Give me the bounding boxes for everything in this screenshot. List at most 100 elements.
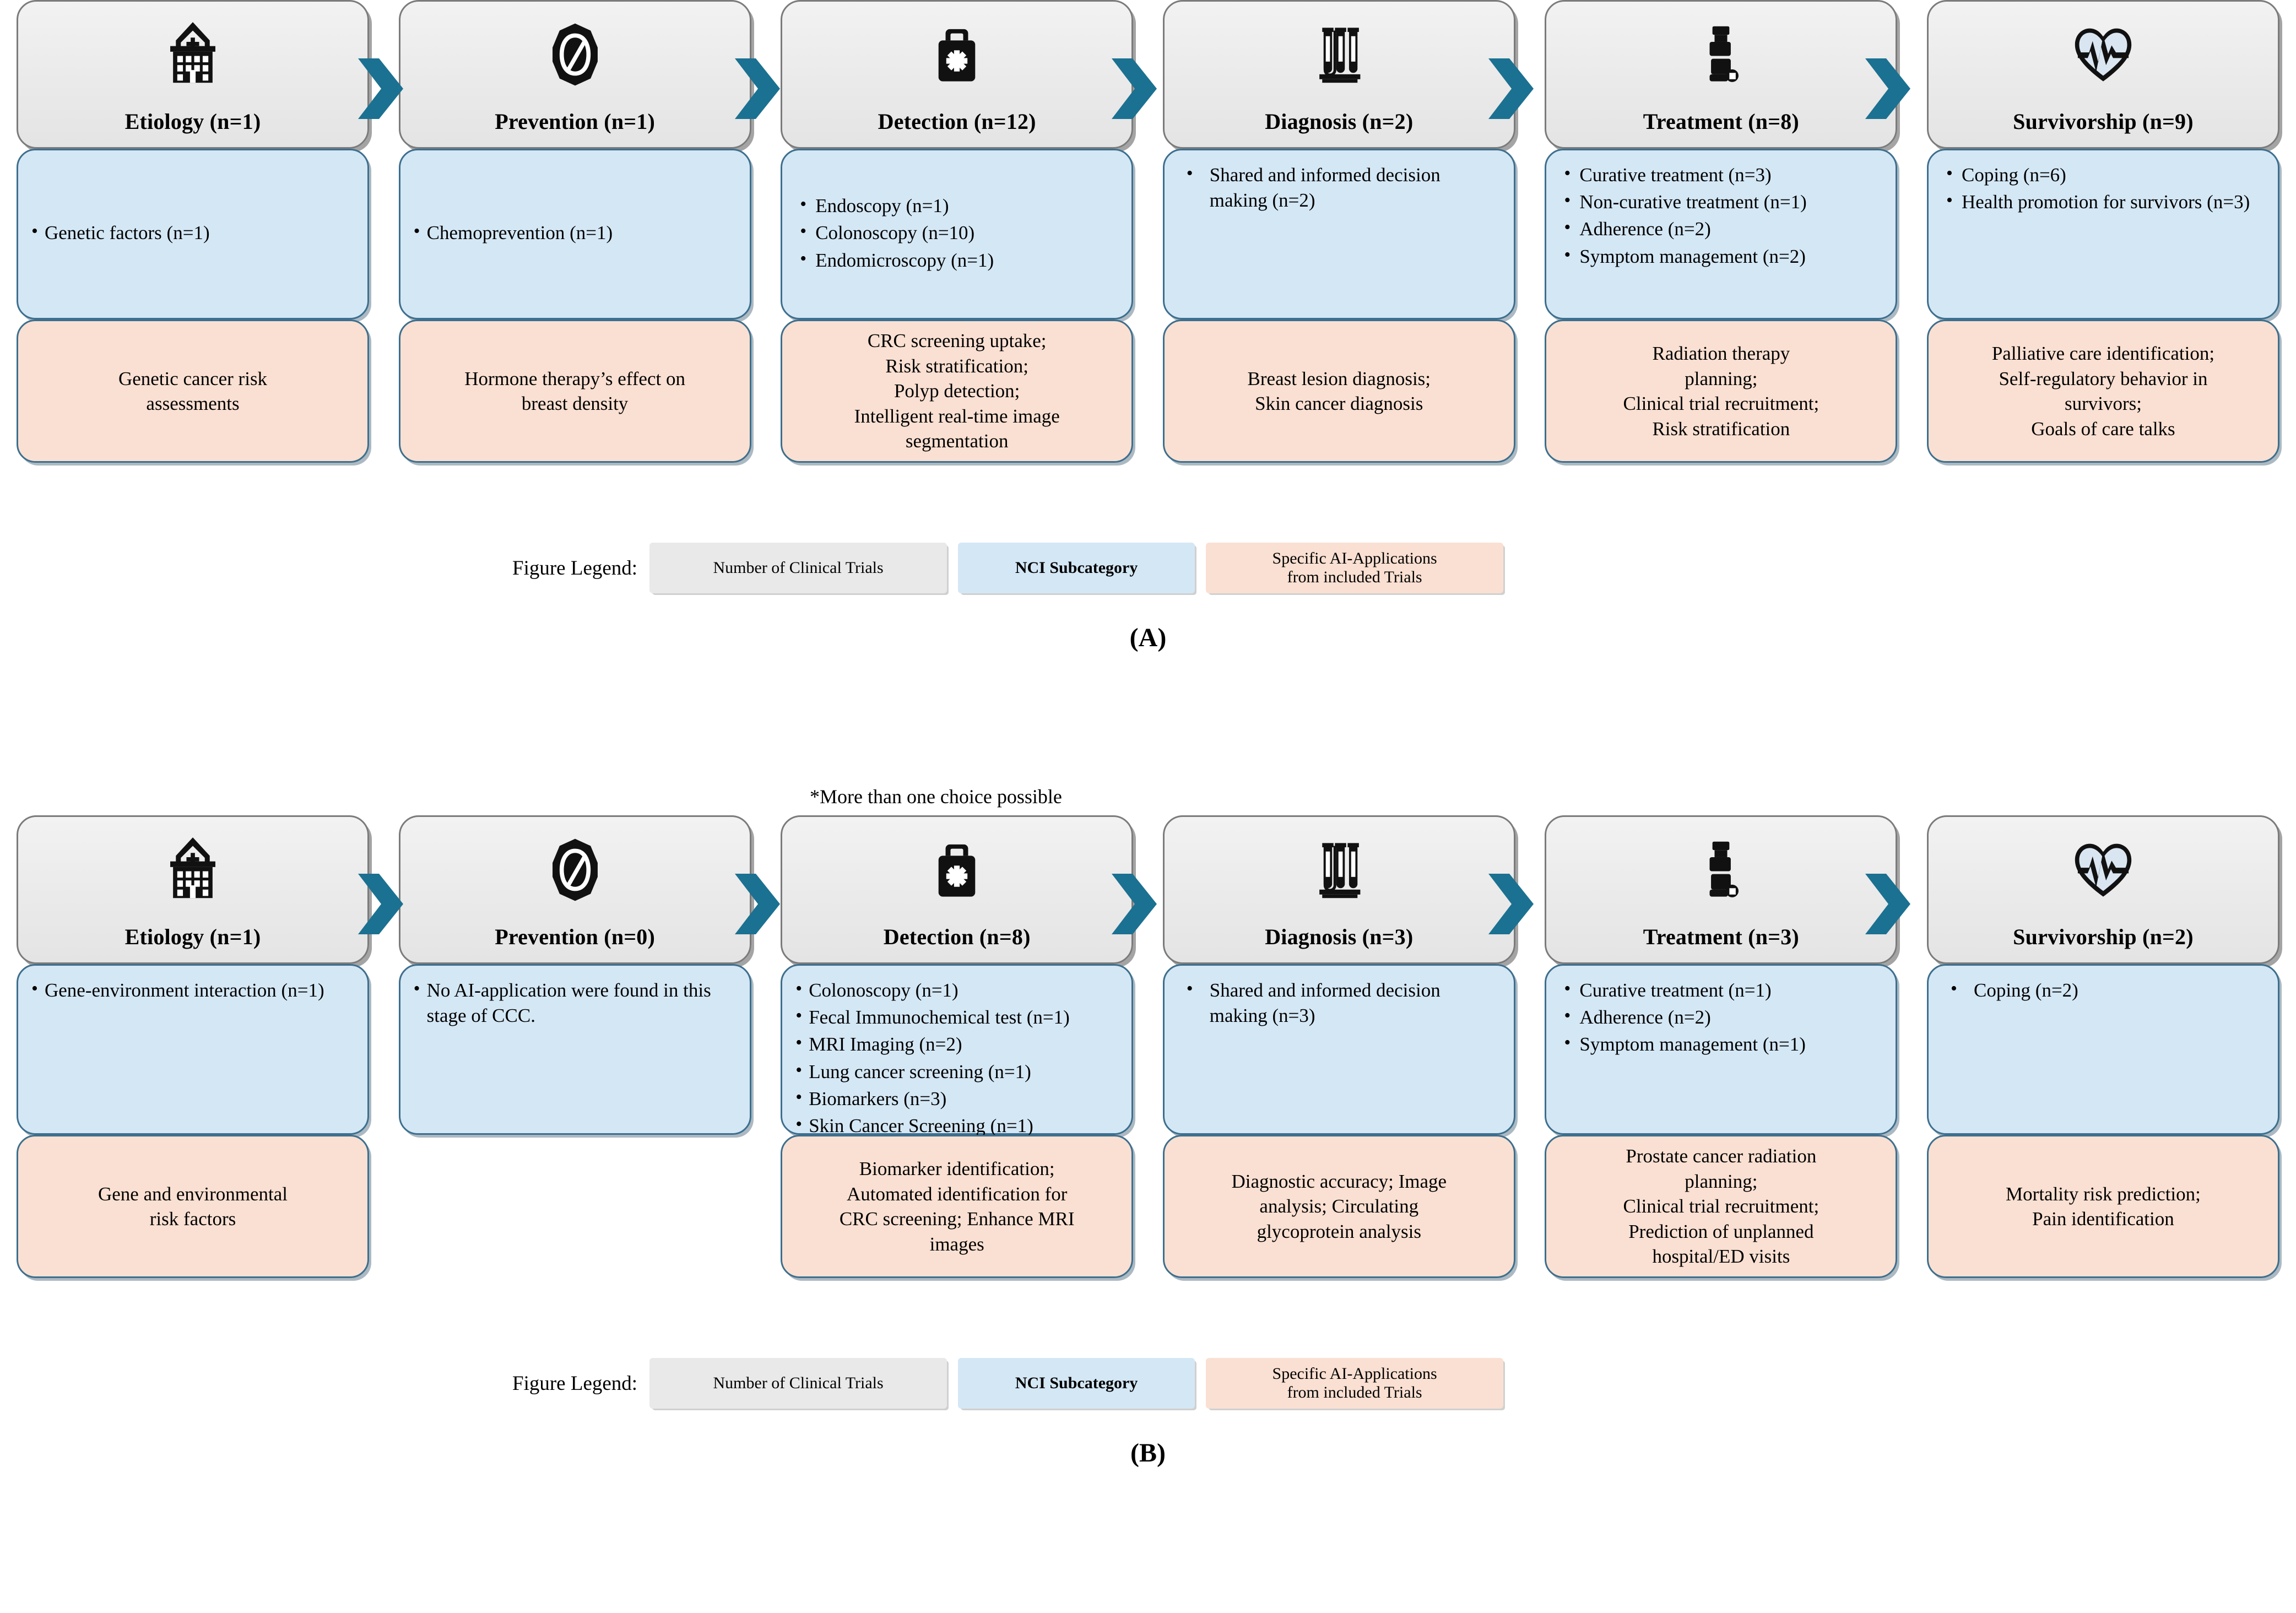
nci-subcategory-box[interactable]: Gene-environment interaction (n=1): [17, 964, 369, 1135]
subcategory-item: Non-curative treatment (n=1): [1558, 188, 1885, 215]
subcategory-item: Adherence (n=2): [1558, 215, 1885, 242]
stage-cell: Detection (n=12): [781, 0, 1134, 149]
nci-subcategory-box[interactable]: No AI-application were found in this sta…: [398, 964, 751, 1135]
medicine-bottle-icon: [1686, 831, 1756, 908]
flow-arrow: [1487, 47, 1535, 133]
hospital-icon: [158, 831, 228, 908]
medical-bag-icon: [922, 16, 992, 93]
stage-box-etiology[interactable]: Etiology (n=1): [17, 0, 369, 149]
stage-label: Survivorship (n=9): [2013, 109, 2194, 134]
nci-subcategory-box[interactable]: Shared and informed decision making (n=3…: [1162, 964, 1515, 1135]
stage-label: Etiology (n=1): [124, 924, 261, 949]
application-cell: CRC screening uptake;Risk stratification…: [781, 320, 1134, 463]
subcategory-list: Shared and informed decision making (n=2…: [1177, 161, 1503, 213]
ai-application-box[interactable]: Breast lesion diagnosis;Skin cancer diag…: [1162, 320, 1515, 463]
test-tubes-icon: [1304, 16, 1374, 93]
stage-label: Treatment (n=8): [1643, 109, 1799, 134]
panel-a: Etiology (n=1) Prevention (n=1) Detectio…: [0, 0, 2296, 661]
stage-cell: Diagnosis (n=2): [1162, 0, 1515, 149]
prohibited-icon: [540, 831, 610, 908]
stage-box-detection[interactable]: Detection (n=12): [781, 0, 1134, 149]
ai-application-box[interactable]: CRC screening uptake;Risk stratification…: [781, 320, 1134, 463]
nci-subcategory-box[interactable]: Coping (n=2): [1926, 964, 2279, 1135]
subcategory-cell: Gene-environment interaction (n=1): [17, 964, 369, 1135]
subcategory-item: No AI-application were found in this sta…: [413, 977, 739, 1029]
legend-chip-blue: NCI Subcategory: [958, 543, 1195, 593]
stage-label: Etiology (n=1): [124, 109, 261, 134]
stage-cell: Survivorship (n=9): [1926, 0, 2279, 149]
medicine-bottle-icon: [1686, 16, 1756, 93]
ai-application-box[interactable]: Biomarker identification;Automated ident…: [781, 1135, 1134, 1278]
stage-box-prevention[interactable]: Prevention (n=1): [398, 0, 751, 149]
subcategory-item: Skin Cancer Screening (n=1): [794, 1112, 1120, 1139]
stage-cell: Etiology (n=1): [17, 815, 369, 964]
panel-b: Etiology (n=1) Prevention (n=0) Detectio…: [0, 815, 2296, 1476]
nci-subcategory-box[interactable]: Curative treatment (n=3)Non-curative tre…: [1545, 149, 1898, 320]
subcategory-item: Curative treatment (n=3): [1558, 161, 1885, 188]
ai-application-box[interactable]: Mortality risk prediction;Pain identific…: [1926, 1135, 2279, 1278]
nci-subcategory-box[interactable]: Coping (n=6)Health promotion for survivo…: [1926, 149, 2279, 320]
subcategory-item: Coping (n=2): [1941, 977, 2267, 1003]
application-cell: Biomarker identification;Automated ident…: [781, 1135, 1134, 1278]
flow-arrow: [734, 863, 781, 948]
subcategory-list: Coping (n=2): [1941, 977, 2267, 1003]
flow-arrow: [1111, 47, 1158, 133]
subcategory-cell: No AI-application were found in this sta…: [398, 964, 751, 1135]
legend-label: Figure Legend:: [512, 556, 638, 580]
stage-box-diagnosis[interactable]: Diagnosis (n=2): [1162, 0, 1515, 149]
stage-box-etiology[interactable]: Etiology (n=1): [17, 815, 369, 964]
subcategory-item: Endomicroscopy (n=1): [794, 247, 994, 273]
stage-box-prevention[interactable]: Prevention (n=0): [398, 815, 751, 964]
subcategory-item: Biomarkers (n=3): [794, 1085, 1120, 1112]
subcategory-item: Genetic factors (n=1): [30, 219, 210, 246]
legend-label: Figure Legend:: [512, 1372, 638, 1395]
subcategory-item: Shared and informed decision making (n=3…: [1177, 977, 1503, 1029]
subcategory-row: Gene-environment interaction (n=1) No AI-…: [0, 964, 2296, 1137]
stage-box-detection[interactable]: Detection (n=8): [781, 815, 1134, 964]
subcategory-cell: Chemoprevention (n=1): [398, 149, 751, 320]
nci-subcategory-box[interactable]: Shared and informed decision making (n=2…: [1162, 149, 1515, 320]
stage-box-survivorship[interactable]: Survivorship (n=2): [1926, 815, 2279, 964]
stage-box-treatment[interactable]: Treatment (n=8): [1545, 0, 1898, 149]
stage-cell: Detection (n=8): [781, 815, 1134, 964]
stage-box-treatment[interactable]: Treatment (n=3): [1545, 815, 1898, 964]
subcategory-item: Endoscopy (n=1): [794, 192, 994, 219]
stage-cell: Treatment (n=3): [1545, 815, 1898, 964]
stage-label: Survivorship (n=2): [2013, 924, 2194, 949]
nci-subcategory-box[interactable]: Colonoscopy (n=1)Fecal Immunochemical te…: [781, 964, 1134, 1137]
nci-subcategory-box[interactable]: Curative treatment (n=1)Adherence (n=2)S…: [1545, 964, 1898, 1135]
subcategory-item: Colonoscopy (n=10): [794, 219, 994, 246]
subcategory-cell: Curative treatment (n=1)Adherence (n=2)S…: [1545, 964, 1898, 1135]
subcategory-cell: Coping (n=2): [1926, 964, 2279, 1135]
panel-letter: (A): [1129, 623, 1167, 652]
stage-label: Detection (n=12): [878, 109, 1036, 134]
prohibited-icon: [540, 16, 610, 93]
subcategory-item: Symptom management (n=1): [1558, 1031, 1885, 1057]
stage-box-diagnosis[interactable]: Diagnosis (n=3): [1162, 815, 1515, 964]
subcategory-list: Chemoprevention (n=1): [413, 219, 613, 247]
legend-chip-grey: Number of Clinical Trials: [649, 1358, 947, 1409]
subcategory-item: Shared and informed decision making (n=2…: [1177, 161, 1503, 213]
stage-label: Detection (n=8): [883, 924, 1031, 949]
heartbeat-icon: [2068, 831, 2138, 908]
ai-application-box[interactable]: Palliative care identification;Self-regu…: [1926, 320, 2279, 463]
nci-subcategory-box[interactable]: Genetic factors (n=1): [17, 149, 369, 320]
stage-box-survivorship[interactable]: Survivorship (n=9): [1926, 0, 2279, 149]
nci-subcategory-box[interactable]: Endoscopy (n=1)Colonoscopy (n=10)Endomic…: [781, 149, 1134, 320]
nci-subcategory-box[interactable]: Chemoprevention (n=1): [398, 149, 751, 320]
